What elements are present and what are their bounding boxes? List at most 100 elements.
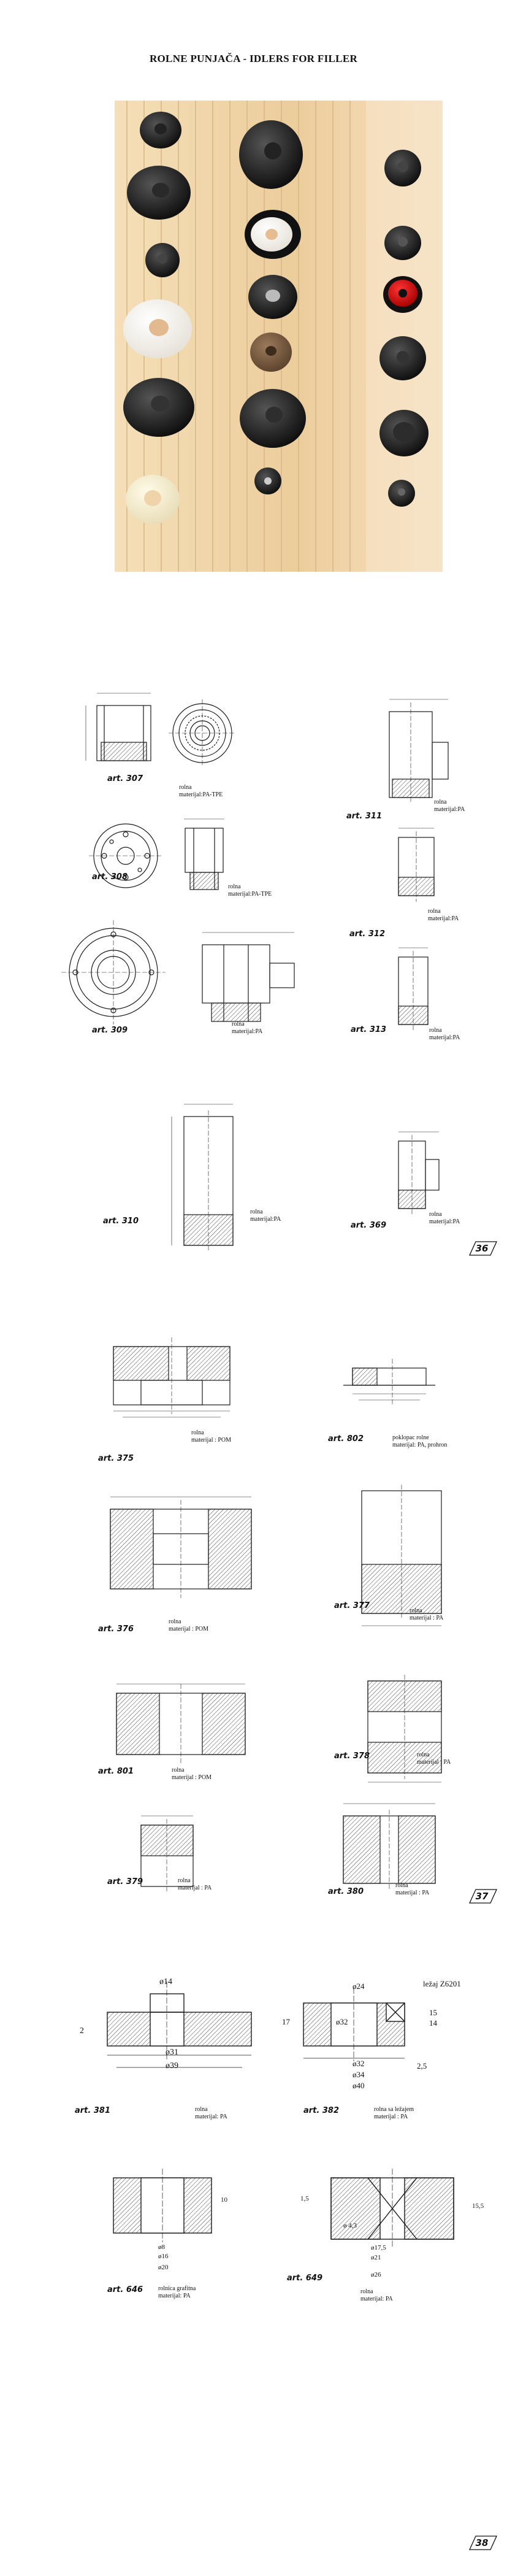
dim-382-h15: 15 bbox=[429, 2008, 437, 2017]
label-art-313: art. 313 bbox=[351, 1025, 386, 1034]
dim-382-d24: ø24 bbox=[353, 1982, 365, 1991]
idler-ivory bbox=[126, 475, 180, 524]
idler-black-r4 bbox=[379, 410, 429, 456]
drawing-369 bbox=[398, 1131, 440, 1215]
label-art-310: art. 310 bbox=[103, 1217, 139, 1226]
idler-black-r3 bbox=[379, 336, 426, 380]
page-number-37: 37 bbox=[466, 1888, 498, 1904]
drawing-311 bbox=[389, 699, 449, 804]
sheet-38-drawings bbox=[107, 1982, 454, 2248]
drawing-379 bbox=[140, 1815, 194, 1893]
idler-black-r5 bbox=[388, 480, 415, 507]
dim-382-h14: 14 bbox=[429, 2018, 437, 2028]
label-art-309: art. 309 bbox=[92, 1026, 128, 1035]
dim-382-bearing: ležaj Z6201 bbox=[423, 1979, 461, 1988]
label-art-801: art. 801 bbox=[98, 1767, 134, 1776]
dim-382-d32b: ø32 bbox=[353, 2059, 365, 2068]
idlers-photo bbox=[115, 101, 443, 572]
label-art-376: art. 376 bbox=[98, 1624, 134, 1634]
drawing-802 bbox=[343, 1359, 435, 1405]
idler-red bbox=[383, 276, 422, 313]
drawing-646 bbox=[113, 2169, 212, 2242]
idler-brown bbox=[250, 333, 292, 372]
drawing-308 bbox=[89, 818, 224, 890]
drawing-801 bbox=[116, 1683, 246, 1764]
drawing-375 bbox=[113, 1337, 231, 1418]
label-art-379: art. 379 bbox=[107, 1877, 143, 1886]
dim-649-h15: 1,5 bbox=[300, 2195, 309, 2202]
drawing-310 bbox=[171, 1104, 234, 1251]
idler-black-large-4 bbox=[240, 389, 306, 448]
idler-black-large-2 bbox=[123, 378, 194, 437]
dim-382-d32a: ø32 bbox=[336, 2017, 348, 2026]
page-number-36: 36 bbox=[466, 1240, 498, 1256]
drawing-307 bbox=[85, 693, 236, 767]
label-art-382: art. 382 bbox=[303, 2106, 339, 2115]
idler-black-medium bbox=[248, 275, 297, 319]
dim-381-d39: ø39 bbox=[166, 2061, 178, 2070]
dim-382-h25: 2,5 bbox=[417, 2061, 427, 2070]
drawing-378 bbox=[367, 1675, 442, 1783]
label-art-312: art. 312 bbox=[349, 929, 385, 939]
dim-646-d20: ø20 bbox=[158, 2264, 169, 2271]
drawing-313 bbox=[398, 947, 429, 1031]
idler-black-r2 bbox=[384, 226, 421, 260]
drawing-376 bbox=[110, 1496, 252, 1598]
drawing-380 bbox=[343, 1803, 436, 1890]
page-number-38: 38 bbox=[466, 2535, 498, 2551]
label-art-307: art. 307 bbox=[107, 774, 143, 783]
dim-382-d34: ø34 bbox=[353, 2070, 365, 2079]
label-art-369: art. 369 bbox=[351, 1221, 386, 1230]
idler-white-black bbox=[245, 210, 301, 259]
drawing-377 bbox=[361, 1485, 442, 1626]
drawing-312 bbox=[398, 828, 435, 902]
sheet-37-drawings bbox=[110, 1337, 442, 1893]
label-art-802: art. 802 bbox=[328, 1434, 364, 1444]
dim-646-h10: 10 bbox=[221, 2196, 227, 2204]
label-art-649: art. 649 bbox=[287, 2274, 322, 2283]
sheet-36-drawings bbox=[61, 693, 449, 1251]
dim-381-h2: 2 bbox=[80, 2026, 84, 2036]
idler-black-small-1 bbox=[140, 112, 181, 148]
drawing-649 bbox=[330, 2169, 454, 2248]
idler-black-small-2 bbox=[145, 243, 180, 277]
dim-646-d8: ø8 bbox=[158, 2243, 165, 2251]
drawing-309 bbox=[61, 920, 295, 1025]
label-art-375: art. 375 bbox=[98, 1454, 134, 1463]
dim-649-h155: 15,5 bbox=[472, 2202, 484, 2210]
dim-649-d26: ø26 bbox=[371, 2271, 381, 2278]
idler-black-r1 bbox=[384, 150, 421, 186]
page-title: ROLNE PUNJAČA - IDLERS FOR FILLER bbox=[149, 53, 358, 64]
idler-black-large-3 bbox=[239, 120, 303, 189]
drawing-382 bbox=[303, 1988, 405, 2061]
label-art-308: art. 308 bbox=[92, 872, 128, 882]
dim-649-d175: ø17,5 bbox=[371, 2244, 386, 2251]
dim-382-h17: 17 bbox=[282, 2017, 290, 2026]
label-art-311: art. 311 bbox=[346, 812, 382, 821]
idler-black-tiny bbox=[254, 467, 281, 494]
label-art-646: art. 646 bbox=[107, 2285, 143, 2294]
label-art-380: art. 380 bbox=[328, 1887, 364, 1896]
dim-382-d40: ø40 bbox=[353, 2081, 365, 2090]
label-art-381: art. 381 bbox=[75, 2106, 110, 2115]
